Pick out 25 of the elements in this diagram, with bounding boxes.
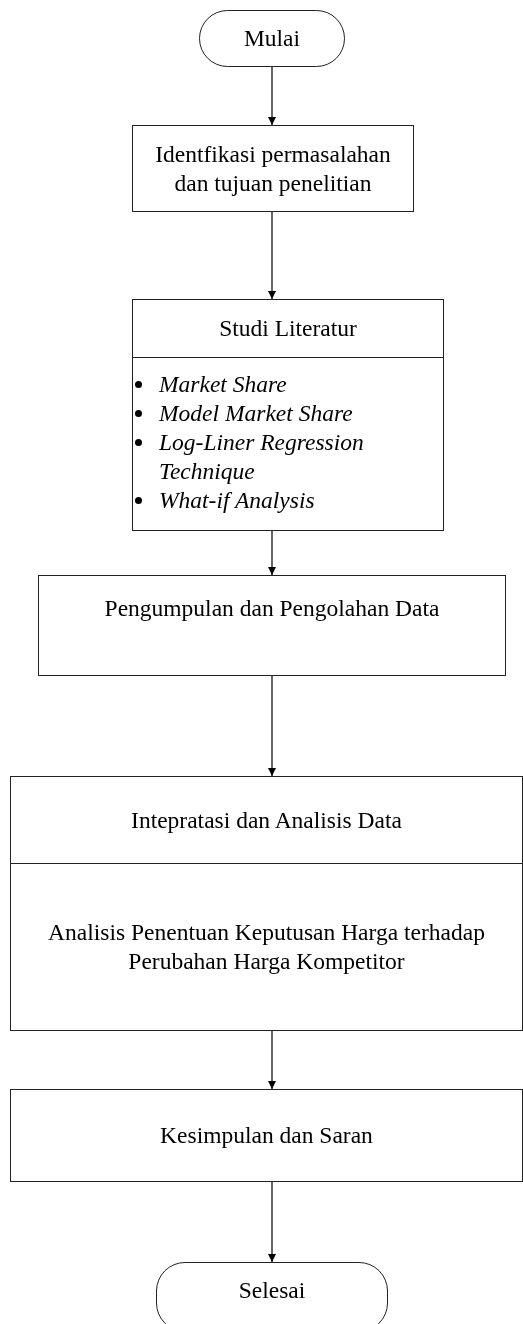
box-text: Analisis Penentuan Keputusan Harga terhadap Perubahan Harga Kompetitor	[47, 918, 486, 976]
arrow	[267, 1181, 277, 1263]
list-item: Market Share	[159, 371, 287, 397]
terminator-shape	[199, 10, 345, 67]
arrow	[267, 530, 277, 576]
list-item: Model Market Share	[159, 400, 353, 426]
process-box	[132, 299, 444, 531]
box-heading: Studi Literatur	[219, 314, 357, 343]
node-label: Kesimpulan dan Saran	[159, 1121, 374, 1150]
process-box	[38, 575, 506, 676]
process-box	[10, 1089, 523, 1182]
list-item: Log-Liner Regression Technique	[159, 429, 364, 484]
process-box	[132, 125, 414, 212]
arrow	[267, 211, 277, 300]
process-box	[10, 776, 523, 1031]
terminator-shape	[156, 1262, 388, 1324]
list-item: What-if Analysis	[159, 487, 315, 513]
box-heading: Intepratasi dan Analisis Data	[130, 805, 403, 835]
node-label: Mulai	[242, 24, 302, 53]
node-label: Identfikasi permasalahan dan tujuan penelitian	[154, 139, 392, 198]
node-label: Selesai	[237, 1276, 307, 1305]
arrow	[267, 675, 277, 777]
arrow	[267, 1030, 277, 1090]
node-label: Pengumpulan dan Pengolahan Data	[103, 594, 441, 623]
arrow	[267, 66, 277, 126]
